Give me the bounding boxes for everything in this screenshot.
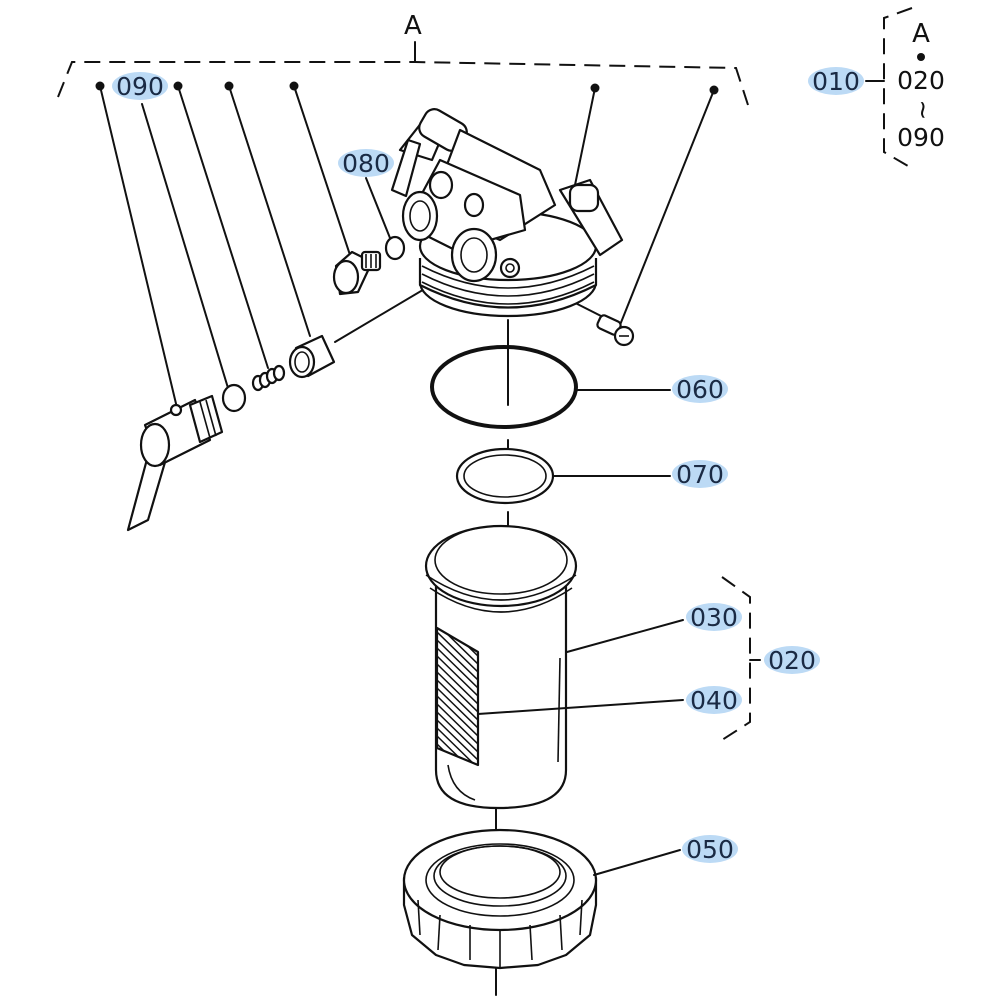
hatch-line bbox=[437, 703, 478, 747]
hatch-line bbox=[437, 711, 478, 755]
hatch-line bbox=[437, 655, 478, 699]
label-080[interactable]: 080 bbox=[338, 149, 394, 178]
leader-040 bbox=[477, 699, 684, 715]
group-a-bracket: A bbox=[57, 11, 749, 106]
filter-head bbox=[390, 108, 624, 318]
legend-range-end: 090 bbox=[897, 123, 945, 152]
svg-text:050: 050 bbox=[686, 835, 734, 864]
plug bbox=[332, 250, 382, 296]
o-ring-080 bbox=[384, 235, 406, 261]
hatch-line bbox=[437, 631, 478, 675]
hatch-line bbox=[437, 719, 478, 763]
label-030[interactable]: 030 bbox=[686, 603, 742, 632]
group-member-dots bbox=[95, 81, 719, 95]
svg-text:060: 060 bbox=[676, 375, 724, 404]
svg-text:080: 080 bbox=[342, 149, 390, 178]
legend-group-letter: A bbox=[912, 19, 930, 49]
hatch-line bbox=[437, 639, 478, 683]
hatch-line bbox=[437, 687, 478, 731]
bleed-screw bbox=[596, 314, 635, 347]
svg-text:030: 030 bbox=[690, 603, 738, 632]
gasket-070 bbox=[455, 447, 555, 505]
label-050[interactable]: 050 bbox=[682, 835, 738, 864]
leader-030 bbox=[566, 619, 684, 653]
svg-text:040: 040 bbox=[690, 686, 738, 715]
svg-text:090: 090 bbox=[116, 72, 164, 101]
leader-lines bbox=[99, 85, 715, 413]
label-010[interactable]: 010 bbox=[808, 67, 864, 96]
label-040[interactable]: 040 bbox=[686, 686, 742, 715]
hatch-line bbox=[437, 679, 478, 723]
svg-text:020: 020 bbox=[768, 646, 816, 675]
hatch-line bbox=[437, 663, 478, 707]
filter-cup bbox=[424, 524, 578, 810]
o-ring-060 bbox=[430, 345, 578, 429]
svg-text:010: 010 bbox=[812, 67, 860, 96]
legend-range-start: 020 bbox=[897, 66, 945, 95]
legend-bracket bbox=[865, 7, 925, 167]
hatch-line bbox=[437, 695, 478, 739]
label-070[interactable]: 070 bbox=[672, 460, 728, 489]
ring-nut bbox=[402, 828, 598, 970]
valve-seat bbox=[288, 334, 336, 379]
bracket-020 bbox=[721, 576, 761, 741]
svg-text:070: 070 bbox=[676, 460, 724, 489]
group-a-letter: A bbox=[404, 11, 422, 41]
hatch-line bbox=[437, 671, 478, 715]
cock-body bbox=[126, 394, 224, 532]
leader-050 bbox=[593, 849, 681, 876]
spring bbox=[251, 364, 286, 392]
label-090[interactable]: 090 bbox=[112, 72, 168, 101]
label-060[interactable]: 060 bbox=[672, 375, 728, 404]
hatch-line bbox=[437, 647, 478, 691]
label-020[interactable]: 020 bbox=[764, 646, 820, 675]
o-ring-090 bbox=[221, 383, 247, 413]
legend-range-symbol: ~ bbox=[909, 100, 938, 121]
filter-element-window bbox=[435, 626, 480, 767]
